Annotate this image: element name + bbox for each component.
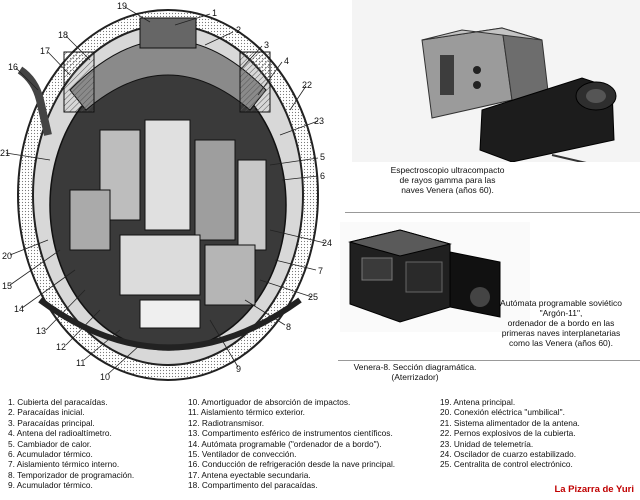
legend-item: 25. Centralita de control electrónico. [440, 459, 573, 470]
legend-item: 11. Aislamiento térmico exterior. [188, 407, 305, 418]
legend-item: 14. Autómata programable ("ordenador de … [188, 438, 382, 449]
spectroscope-electronics-box [421, 27, 551, 119]
legend-column-1: 1. Cubierta del paracaídas. 2. Paracaída… [8, 397, 134, 491]
callout-13: 13 [36, 326, 46, 336]
legend-item: 8. Temporizador de programación. [8, 469, 135, 480]
programmable-computer [119, 234, 201, 296]
pen [551, 154, 587, 162]
argon-11-caption: Autómata programable soviético "Argón-11… [486, 298, 636, 348]
callout-10: 10 [100, 372, 110, 382]
spectroscope-detector [479, 77, 617, 162]
callout-17: 17 [40, 46, 50, 56]
legend-item: 24. Oscilador de cuarzo estabilizado. [440, 449, 577, 460]
legend-item: 16. Conducción de refrigeración desde la… [188, 459, 396, 470]
callout-11: 11 [76, 358, 85, 368]
callout-15: 15 [2, 281, 12, 291]
legend-item: 18. Compartimento del paracaídas. [188, 480, 318, 491]
impact-absorber [38, 297, 302, 351]
parachute-pack-right [239, 51, 271, 113]
argon-11-computer [348, 229, 501, 323]
gamma-caption-text: Espectroscopio ultracompacto de rayos ga… [390, 165, 505, 195]
callout-5: 5 [320, 152, 325, 162]
callout-20: 20 [2, 251, 12, 261]
legend-item: 12. Radiotransmisor. [188, 417, 265, 428]
callout-22: 22 [302, 80, 312, 90]
argon-11-photo [340, 222, 530, 332]
legend-item: 17. Antena eyectable secundaria. [188, 469, 311, 480]
argon-caption-text: Autómata programable soviético "Argón-11… [500, 298, 622, 348]
control-unit [204, 244, 256, 306]
instrument-block-3 [194, 139, 236, 241]
callout-23: 23 [314, 116, 324, 126]
callout-16: 16 [8, 62, 18, 72]
legend-item: 13. Compartimento esférico de instrument… [188, 428, 393, 439]
legend-item: 4. Antena del radioaltímetro. [8, 428, 112, 439]
callout-6: 6 [320, 171, 325, 181]
callout-14: 14 [14, 304, 24, 314]
instrument-block-2 [144, 119, 191, 231]
callout-18: 18 [58, 30, 68, 40]
callout-2: 2 [236, 25, 241, 35]
callout-1: 1 [212, 8, 217, 18]
legend-item: 22. Pernos explosivos de la cubierta. [440, 428, 576, 439]
legend-item: 6. Acumulador térmico. [8, 449, 93, 460]
gamma-spectroscope-photo [352, 0, 640, 162]
cooling-duct [17, 66, 52, 136]
legend-column-2: 10. Amortiguador de absorción de impacto… [188, 397, 395, 491]
legend-item: 3. Paracaídas principal. [8, 417, 95, 428]
diagram-caption: Venera-8. Sección diagramática. (Aterriz… [340, 362, 490, 382]
callout-9: 9 [236, 364, 241, 374]
parachute-pack-left [63, 51, 95, 113]
legend-item: 23. Unidad de telemetría. [440, 438, 534, 449]
photo-divider [345, 212, 640, 213]
legend-item: 9. Acumulador térmico. [8, 480, 93, 491]
instrument-block-4 [237, 159, 267, 251]
legend-item: 2. Paracaídas inicial. [8, 407, 85, 418]
callout-24: 24 [322, 238, 332, 248]
legend-item: 21. Sistema alimentador de la antena. [440, 417, 580, 428]
legend-column-3: 19. Antena principal. 20. Conexión eléct… [440, 397, 580, 470]
callout-3: 3 [264, 40, 269, 50]
callout-4: 4 [284, 56, 289, 66]
instrument-block-5 [69, 189, 111, 251]
legend-item: 7. Aislamiento térmico interno. [8, 459, 120, 470]
legend-item: 19. Antena principal. [440, 397, 516, 407]
callout-8: 8 [286, 322, 291, 332]
caption-divider [338, 360, 640, 361]
legend-item: 10. Amortiguador de absorción de impacto… [188, 397, 351, 407]
legend-item: 20. Conexión eléctrica "umbilical". [440, 407, 565, 418]
legend-item: 5. Cambiador de calor. [8, 438, 92, 449]
callout-19: 19 [117, 1, 127, 11]
callout-7: 7 [318, 266, 323, 276]
heat-accumulator [139, 299, 201, 329]
callout-21: 21 [0, 148, 10, 158]
callout-25: 25 [308, 292, 318, 302]
main-antenna [139, 17, 197, 49]
gamma-spectroscope-caption: Espectroscopio ultracompacto de rayos ga… [360, 165, 535, 195]
site-label: La Pizarra de Yuri [554, 484, 634, 495]
legend-item: 15. Ventilador de convección. [188, 449, 297, 460]
legend-item: 1. Cubierta del paracaídas. [8, 397, 108, 407]
callout-12: 12 [56, 342, 66, 352]
diagram-caption-text: Venera-8. Sección diagramática. (Aterriz… [353, 362, 477, 382]
lander-cutaway-diagram: 1 2 3 4 5 6 7 8 9 10 11 12 13 14 15 16 1… [0, 1, 332, 382]
